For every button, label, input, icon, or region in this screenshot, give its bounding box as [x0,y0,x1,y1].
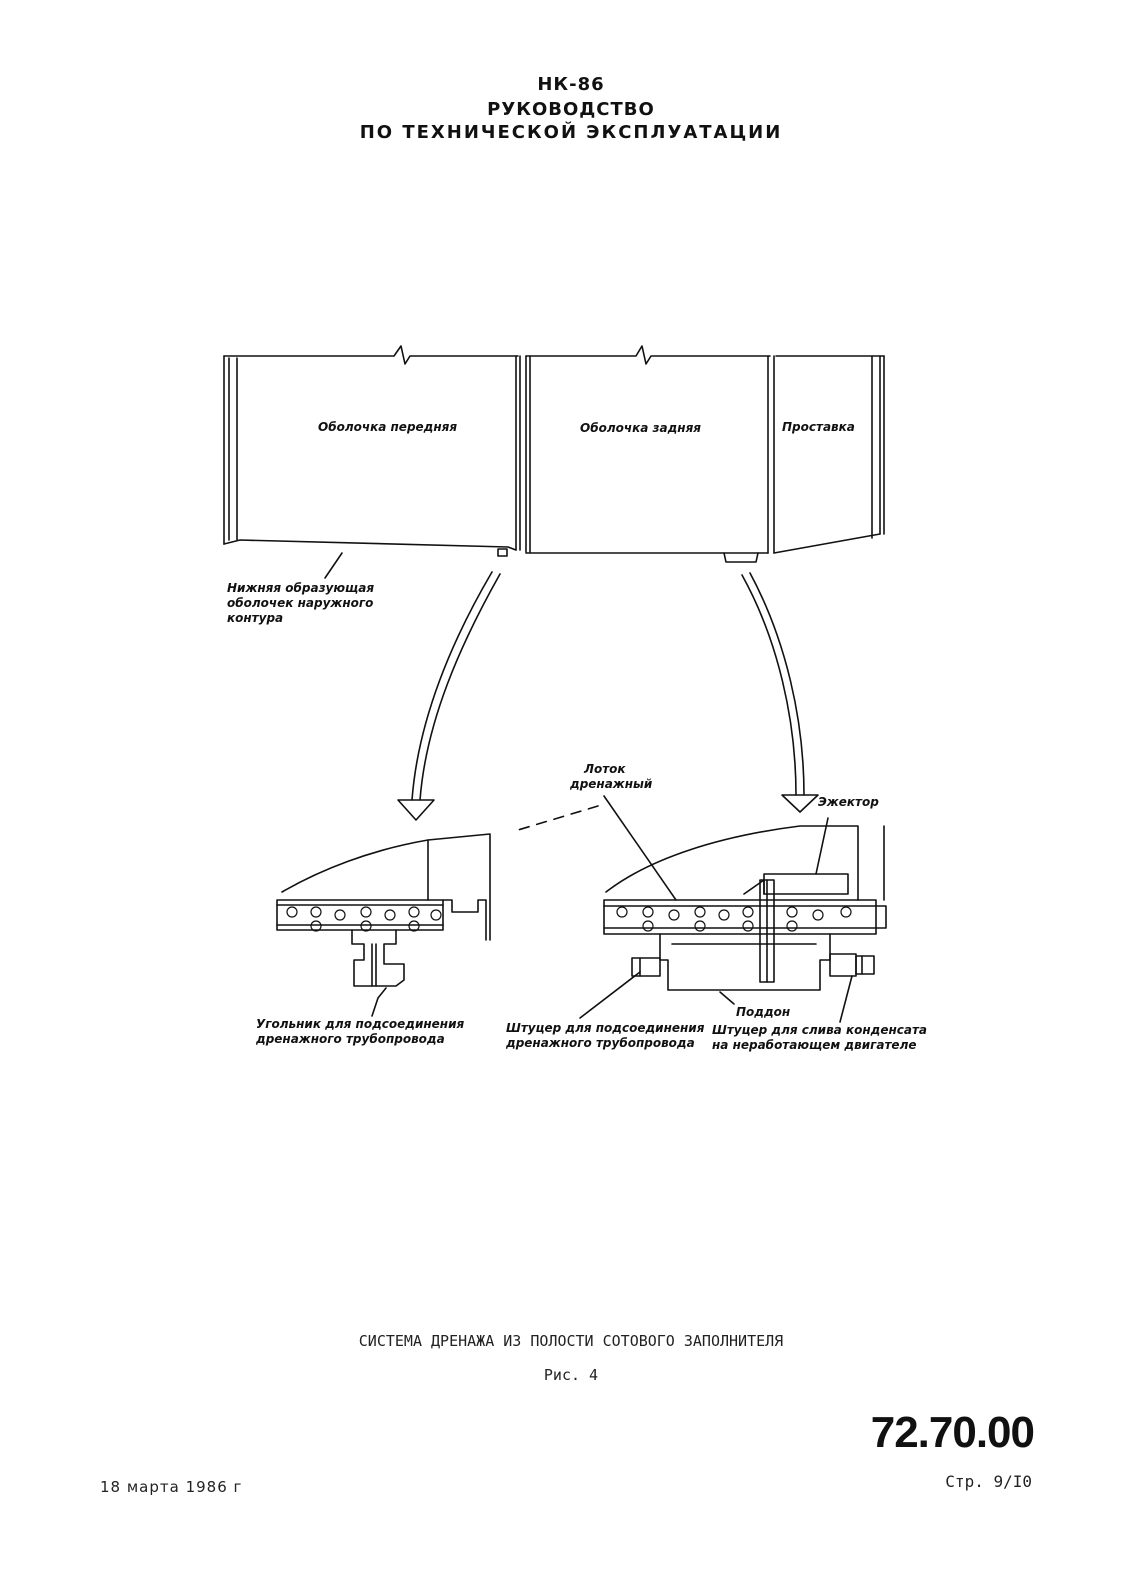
right-detail [517,795,887,1023]
detail-arrows [397,571,819,821]
diagram-labels: Оболочка передняя Оболочка задняя Проста… [227,420,927,1052]
figure-number: Рис. 4 [543,1366,599,1384]
manual-title-line1: РУКОВОДСТВО [487,99,655,120]
label-union-1: Штуцер для подсоединения [506,1021,705,1035]
label-generatrix-1: Нижняя образующая [227,581,374,595]
label-generatrix-2: оболочек наружного [227,596,373,610]
figure-caption: СИСТЕМА ДРЕНАЖА ИЗ ПОЛОСТИ СОТОВОГО ЗАПО… [358,1332,784,1350]
label-generatrix-3: контура [227,611,283,625]
document-number: 72.70.00 [870,1408,1035,1457]
label-drain-union-2: на неработающем двигателе [712,1038,917,1052]
shell-assembly [223,345,885,579]
label-rear-shell: Оболочка задняя [580,421,701,435]
label-front-shell: Оболочка передняя [318,420,457,434]
engine-title: НК-86 [537,74,605,95]
label-spacer: Проставка [782,420,855,434]
left-detail [276,833,491,1017]
label-union-2: дренажного трубопровода [505,1036,695,1050]
label-ejector: Эжектор [818,795,879,809]
label-angle-fitting-1: Угольник для подсоединения [256,1017,464,1031]
manual-title-line2: ПО ТЕХНИЧЕСКОЙ ЭКСПЛУАТАЦИИ [359,122,783,143]
page-number: Стр. 9/I0 [945,1472,1032,1491]
label-drain-union-1: Штуцер для слива конденсата [712,1023,927,1037]
label-pan: Поддон [736,1005,790,1019]
issue-date: 18 марта 1986 г [100,1478,243,1496]
label-drain-tray-2: дренажный [569,777,653,791]
label-angle-fitting-2: дренажного трубопровода [255,1032,445,1046]
label-drain-tray-1: Лоток [583,762,626,776]
